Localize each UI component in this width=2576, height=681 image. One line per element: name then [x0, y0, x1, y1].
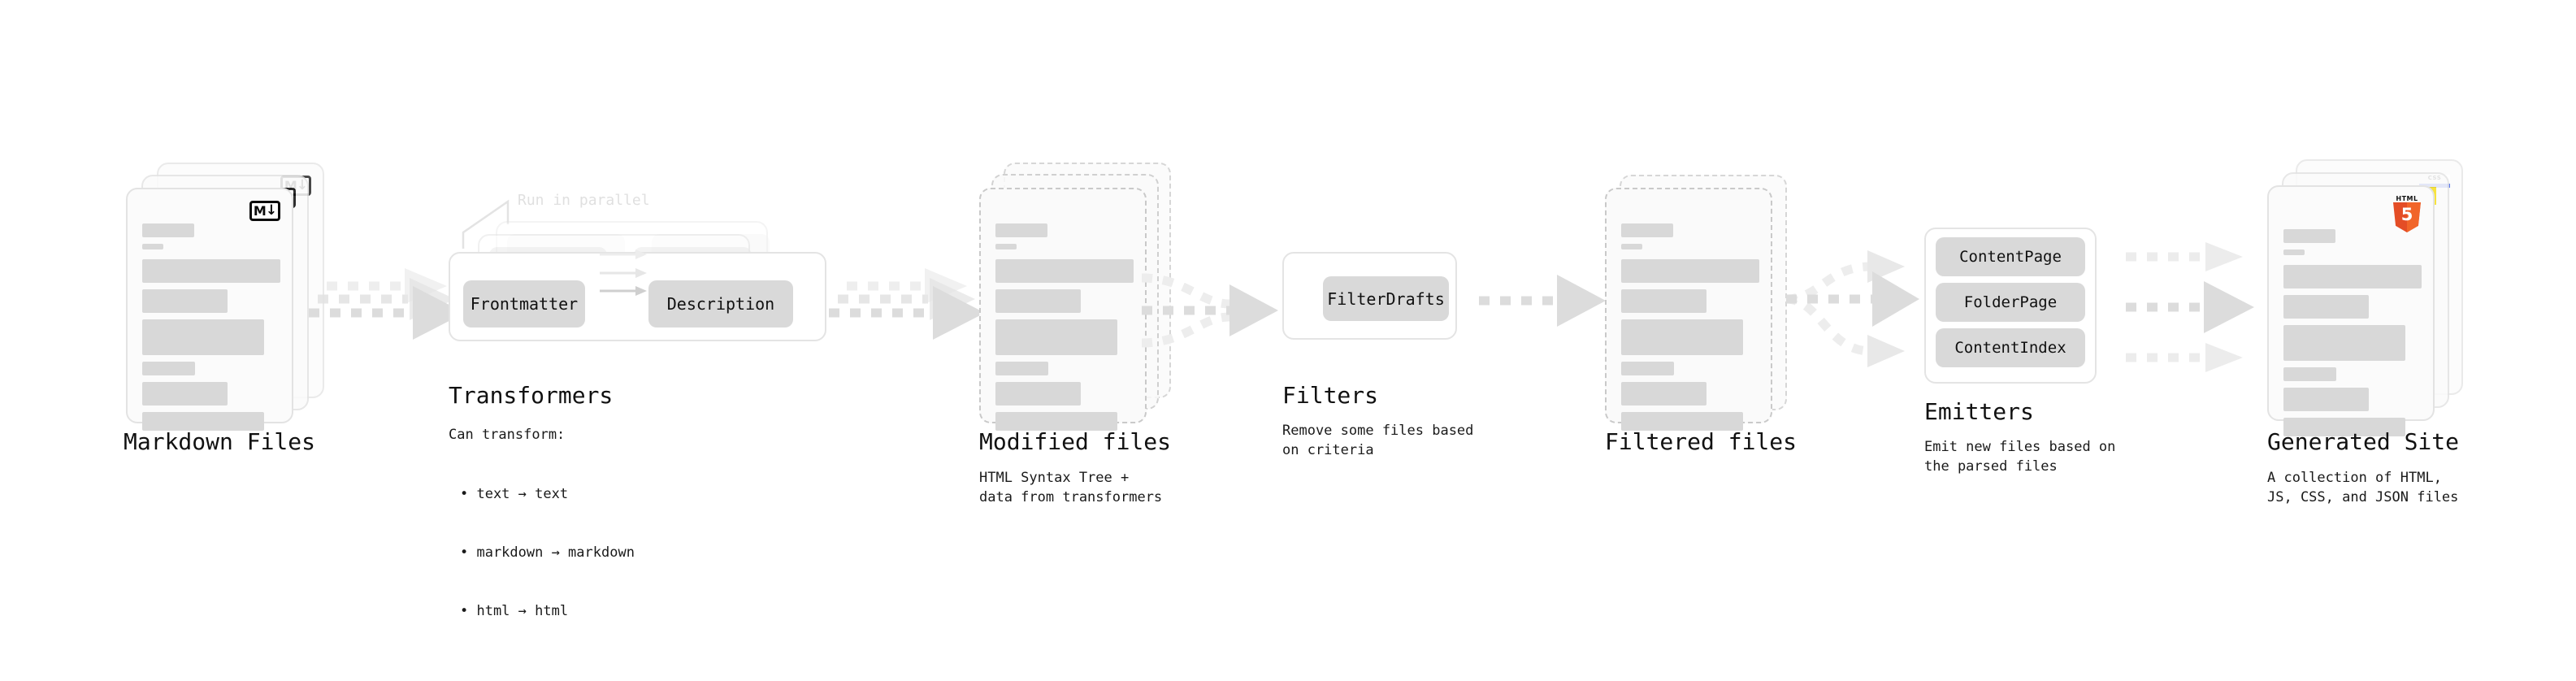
transformer-pill-frontmatter[interactable]: Frontmatter [463, 280, 585, 327]
transformer-inner-arrows [600, 249, 647, 296]
document-placeholder-lines [1621, 223, 1759, 437]
connector-filtered-to-emitters [1785, 250, 1919, 367]
markdown-files-caption: Markdown Files [124, 428, 316, 455]
connector-markdown-to-transformers [309, 268, 465, 340]
transformers-bullet-item: • text → text [460, 486, 569, 502]
filters-pill-filterdrafts[interactable]: FilterDrafts [1323, 276, 1449, 321]
emitters-caption: Emitters [1924, 398, 2034, 425]
html5-shield-icon: 5 [2393, 202, 2421, 232]
html5-badge-digit: 5 [2400, 205, 2413, 224]
transformers-subcaption: Can transform: [449, 427, 566, 443]
generated-site-caption: Generated Site [2267, 428, 2460, 455]
connector-transformers-to-modified [829, 268, 985, 340]
modified-files-caption: Modified files [979, 428, 1172, 455]
filtered-files-caption: Filtered files [1605, 428, 1798, 455]
generated-site-subcaption: A collection of HTML, JS, CSS, and JSON … [2267, 470, 2459, 505]
markdown-icon: M↓ [249, 201, 280, 221]
modified-card-front [979, 188, 1147, 431]
transformers-bullet-item: • html → html [460, 603, 569, 619]
html5-badge: HTML 5 [2391, 195, 2423, 232]
emitters-pill-contentindex[interactable]: ContentIndex [1936, 328, 2085, 367]
document-placeholder-lines [142, 223, 280, 437]
connector-filters-to-filtered [1479, 275, 1606, 327]
run-in-parallel-label: Run in parallel [518, 192, 650, 209]
filters-subcaption: Remove some files based on criteria [1282, 423, 1474, 458]
transformers-caption: Transformers [449, 382, 614, 409]
document-placeholder-lines [2283, 229, 2422, 443]
emitters-subcaption: Emit new files based on the parsed files [1924, 439, 2116, 475]
generated-card-html: HTML 5 [2267, 185, 2435, 436]
run-in-parallel-bracket [462, 199, 510, 249]
filters-caption: Filters [1282, 382, 1379, 409]
transformer-pill-description[interactable]: Description [648, 280, 793, 327]
markdown-card-front: M↓ [126, 188, 293, 431]
modified-files-subcaption: HTML Syntax Tree + data from transformer… [979, 470, 1163, 505]
emitters-pill-contentpage[interactable]: ContentPage [1936, 237, 2085, 276]
filtered-card-front [1605, 188, 1772, 431]
connector-modified-to-filters [1141, 273, 1278, 348]
html5-badge-label: HTML [2396, 195, 2418, 202]
connector-emitters-to-site [2126, 242, 2254, 372]
transformers-bullet-item: • markdown → markdown [460, 544, 635, 561]
transformers-bullet-list: • text → text • markdown → markdown • ht… [460, 445, 635, 660]
emitters-pill-folderpage[interactable]: FolderPage [1936, 283, 2085, 322]
document-placeholder-lines [995, 223, 1134, 437]
